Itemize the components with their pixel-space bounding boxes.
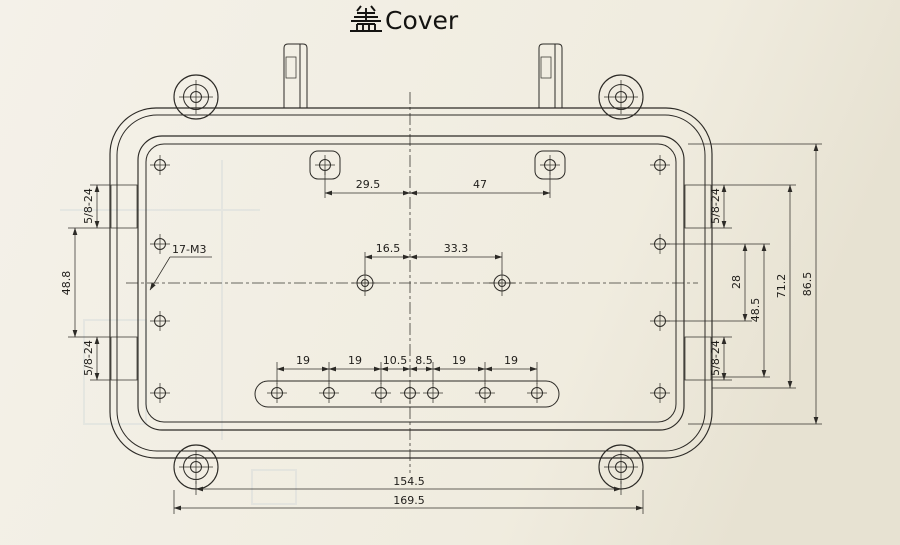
dim-right-3: 48.5 [749, 298, 762, 323]
dim-top-0: 29.5 [356, 178, 381, 191]
dim-bottom-row-4: 19 [452, 354, 466, 367]
dim-overall-1: 169.5 [393, 494, 425, 507]
lug-hole [598, 74, 644, 120]
dim-right-5: 86.5 [801, 272, 814, 297]
dim-right-2: 28 [730, 275, 743, 289]
dim-bottom-row-5: 19 [504, 354, 518, 367]
dim-top-1: 47 [473, 178, 487, 191]
dim-right-1: 5/8-24 [709, 340, 722, 376]
lug-hole [173, 74, 219, 120]
page-title: Cover [350, 5, 459, 35]
dim-mid-0: 16.5 [376, 242, 401, 255]
body-outline [109, 107, 713, 459]
dim-bottom-row-1: 19 [348, 354, 362, 367]
dim-mid-1: 33.3 [444, 242, 469, 255]
dim-bottom-row-3: 8.5 [415, 354, 433, 367]
dim-bottom-row-0: 19 [296, 354, 310, 367]
top-tabs [283, 43, 563, 108]
title-latin-text: Cover [385, 6, 459, 35]
thread-note-leader: 17-M3 [149, 243, 212, 291]
dimension-lines [72, 143, 819, 511]
dim-bottom-row-2: 10.5 [383, 354, 408, 367]
dimension-labels: 29.5 47 16.5 33.3 19 19 10.5 8.5 19 19 1… [60, 178, 814, 507]
dim-right-4: 71.2 [775, 274, 788, 299]
hatch-regions [110, 184, 712, 381]
dim-left-2: 5/8-24 [82, 340, 95, 376]
title-cjk-glyph [350, 5, 382, 32]
center-lines [126, 92, 698, 473]
dim-overall-0: 154.5 [393, 475, 425, 488]
dim-right-0: 5/8-24 [709, 188, 722, 224]
dim-left-0: 5/8-24 [82, 188, 95, 224]
thread-note-label: 17-M3 [172, 243, 206, 256]
dim-left-1: 48.8 [60, 271, 73, 296]
